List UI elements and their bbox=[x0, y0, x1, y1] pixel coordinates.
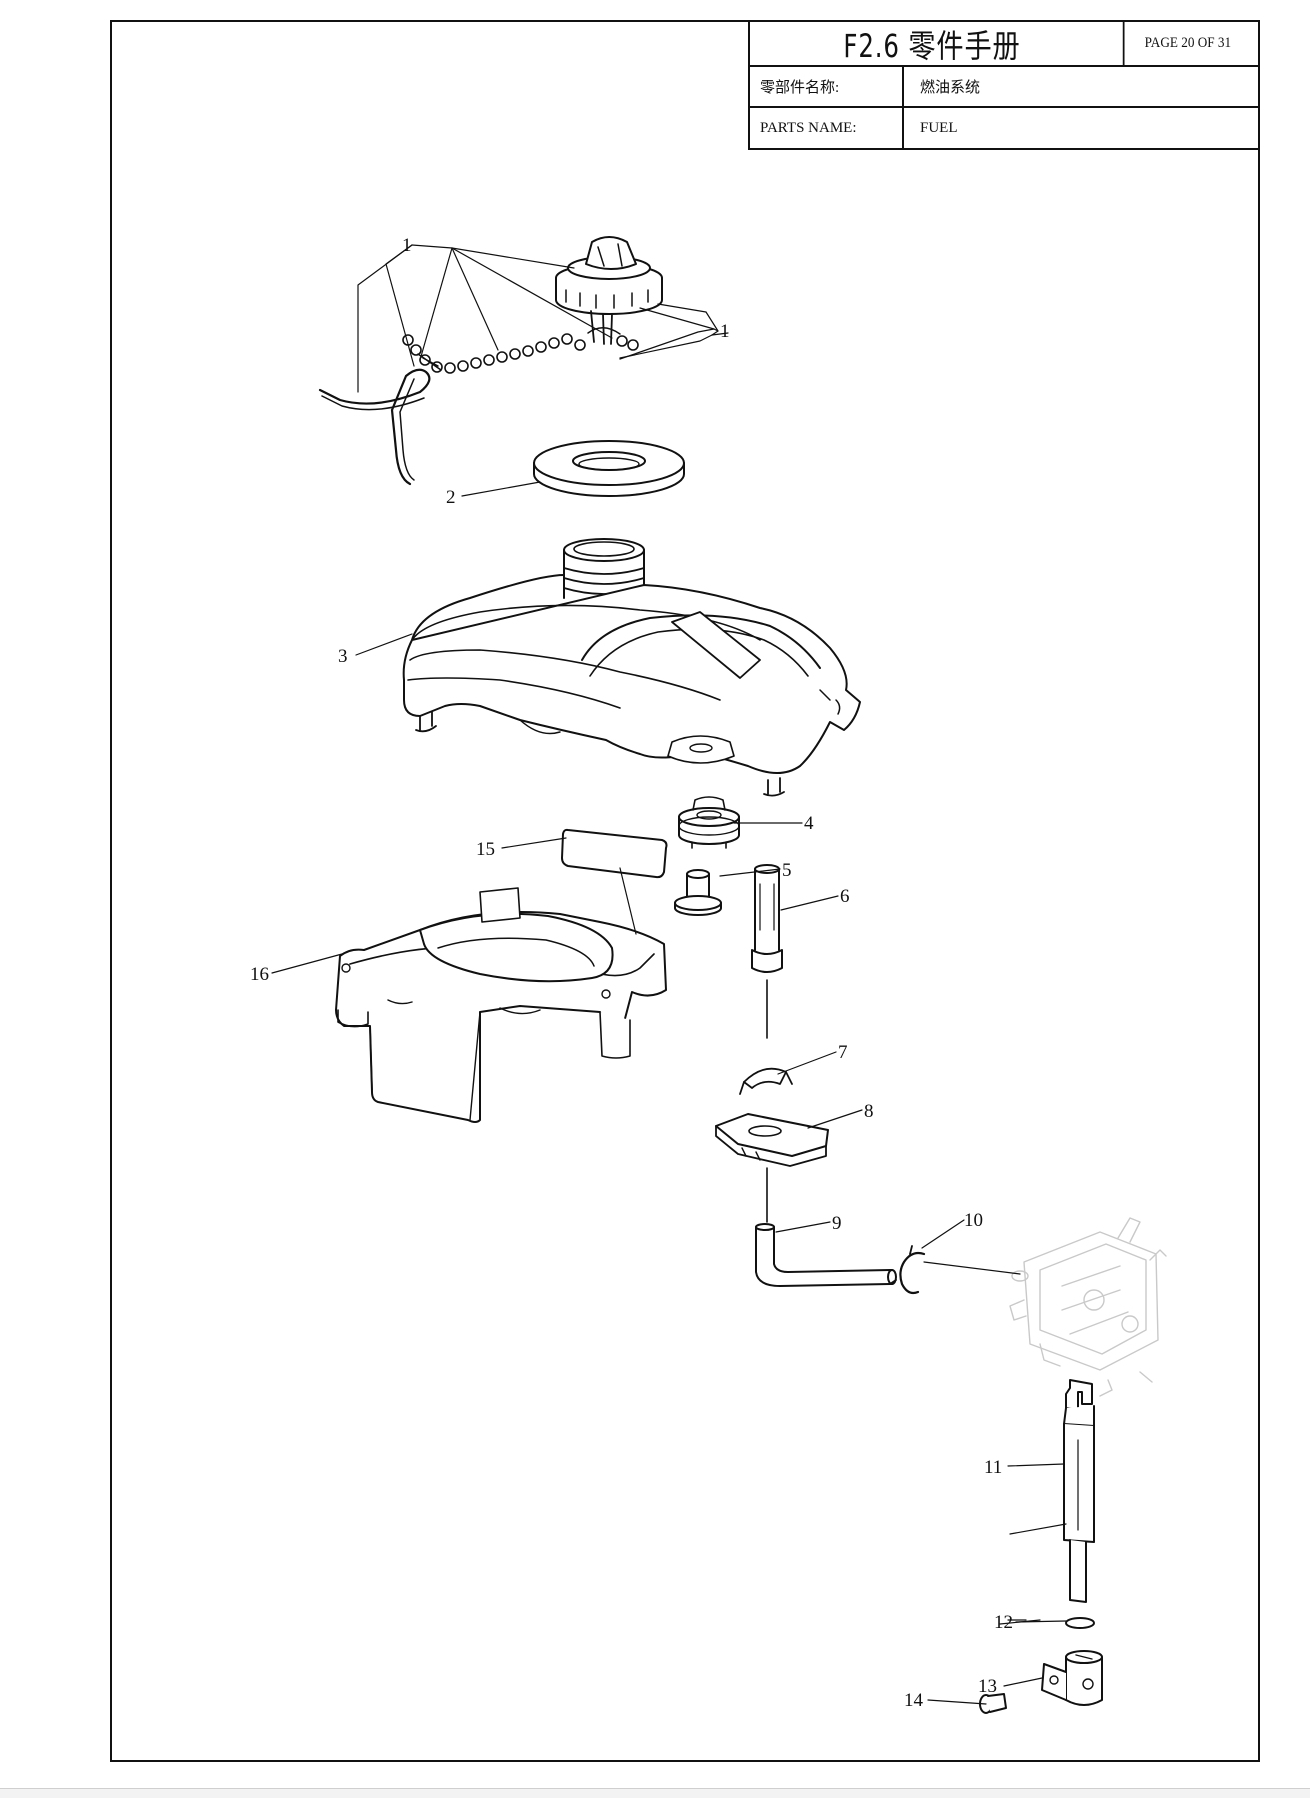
hose-to-carburetor-line bbox=[923, 1261, 1021, 1275]
callout-1-right: 1 bbox=[720, 321, 730, 342]
callout-10: 10 bbox=[964, 1210, 983, 1231]
callout-15: 15 bbox=[476, 839, 495, 860]
callout-14: 14 bbox=[904, 1690, 924, 1711]
callout-5: 5 bbox=[782, 860, 792, 881]
callout-2: 2 bbox=[446, 487, 456, 508]
pickup-pipe bbox=[751, 864, 783, 1039]
callout-16: 16 bbox=[250, 964, 269, 985]
callout-9: 9 bbox=[832, 1213, 842, 1234]
tank-bracket bbox=[335, 887, 667, 1123]
fuel-filter bbox=[678, 796, 740, 849]
parts-name-en-label: PARTS NAME: bbox=[750, 106, 902, 148]
callout-13: 13 bbox=[978, 1676, 997, 1697]
fuel-gauge-rod bbox=[1063, 1379, 1095, 1603]
carburetor-reference bbox=[1009, 1217, 1167, 1397]
fuel-hose bbox=[755, 1167, 897, 1287]
bracket-plate bbox=[715, 1113, 829, 1167]
cap-gasket bbox=[533, 440, 685, 497]
drawing-border bbox=[110, 20, 1260, 1762]
o-ring bbox=[1065, 1617, 1095, 1629]
parts-name-cn-value: 燃油系统 bbox=[902, 65, 1260, 106]
parts-name-cn-label: 零部件名称: bbox=[750, 65, 902, 106]
callout-3: 3 bbox=[338, 646, 348, 667]
callout-8: 8 bbox=[864, 1101, 874, 1122]
hose-clamp bbox=[889, 1245, 926, 1295]
sheet-title: F2.6 零件手册 bbox=[843, 26, 1021, 65]
callout-numbers: 1 1 2 3 4 5 6 7 8 9 10 11 12 13 14 15 16 bbox=[250, 235, 1013, 1711]
callout-7: 7 bbox=[838, 1042, 848, 1063]
hose-clip bbox=[739, 1067, 793, 1095]
fuel-cap-assembly bbox=[318, 236, 663, 486]
callout-11: 11 bbox=[984, 1457, 1002, 1478]
grommet bbox=[674, 869, 722, 916]
callout-1-left: 1 bbox=[402, 235, 412, 256]
parts-name-en-value: FUEL bbox=[902, 106, 1260, 148]
title-block: F2.6 零件手册 PAGE 20 OF 31 零部件名称: 燃油系统 PART… bbox=[748, 20, 1260, 150]
callout-4: 4 bbox=[804, 813, 814, 834]
fuel-tank bbox=[402, 538, 861, 797]
page-edge bbox=[0, 1788, 1310, 1798]
label-plate bbox=[561, 828, 668, 879]
callout-6: 6 bbox=[840, 886, 850, 907]
gauge-holder bbox=[1041, 1650, 1103, 1706]
leader-lines bbox=[271, 244, 1067, 1705]
callout-12: 12 bbox=[994, 1612, 1013, 1633]
page-number: PAGE 20 OF 31 bbox=[1122, 22, 1251, 65]
